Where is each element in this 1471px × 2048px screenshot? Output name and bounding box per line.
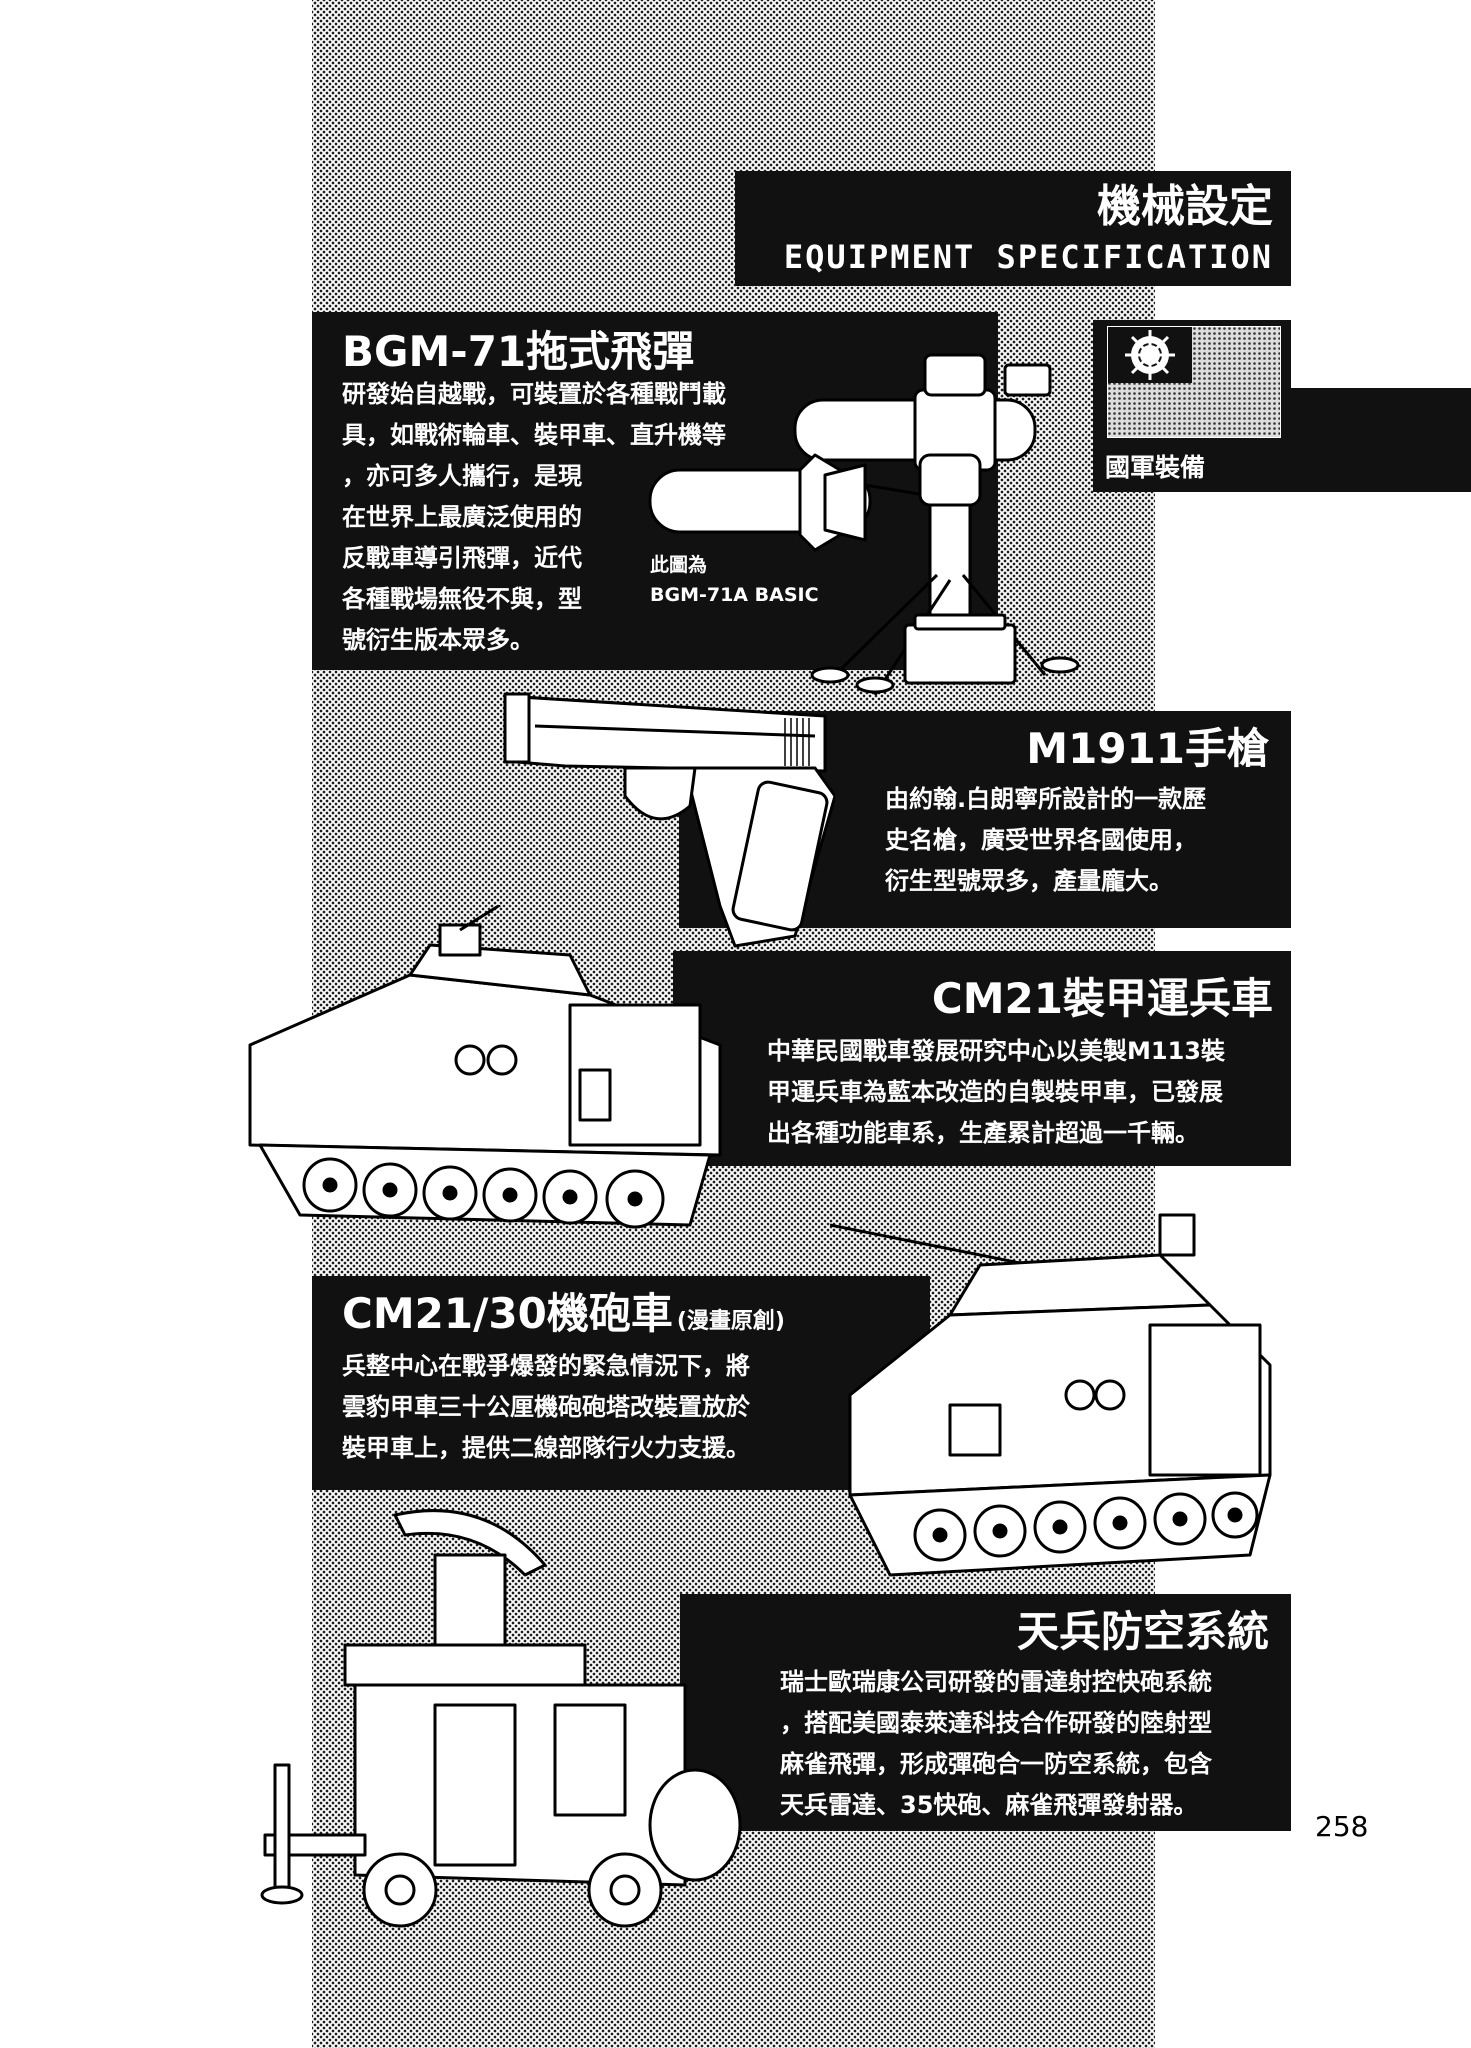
item-title: CM21/30機砲車(漫畫原創) <box>342 1289 785 1338</box>
cm21-30-gun-carrier-illustration <box>830 1195 1290 1585</box>
flag-badge: 國軍裝備 <box>1093 320 1291 492</box>
item-panel-bgm71: BGM-71拖式飛彈 研發始自越戰，可裝置於各種戰鬥載 具，如戰術輪車、裝甲車、… <box>312 312 998 670</box>
header-title-en: EQUIPMENT SPECIFICATION <box>783 238 1273 276</box>
badge-tab <box>1291 388 1471 492</box>
item-description: 由約翰.白朗寧所設計的一款歷 史名槍，廣受世界各國使用， 衍生型號眾多，產量龐大… <box>885 785 1207 895</box>
illustration-caption: 此圖為 BGM-71A BASIC <box>650 554 819 606</box>
item-description: 兵整中心在戰爭爆發的緊急情況下，將 雲豹甲車三十公厘機砲砲塔改裝置放於 裝甲車上… <box>342 1352 750 1462</box>
item-panel-cm21-30: CM21/30機砲車(漫畫原創) 兵整中心在戰爭爆發的緊急情況下，將 雲豹甲車三… <box>312 1276 930 1490</box>
badge-label: 國軍裝備 <box>1105 453 1206 482</box>
header-panel: 機械設定 EQUIPMENT SPECIFICATION <box>735 171 1291 286</box>
item-description: 研發始自越戰，可裝置於各種戰鬥載 具，如戰術輪車、裝甲車、直升機等 ，亦可多人攜… <box>342 380 726 654</box>
cm21-apc-illustration <box>240 905 740 1245</box>
item-panel-skyguard: 天兵防空系統 瑞士歐瑞康公司研發的雷達射控快砲系統 ，搭配美國泰萊達科技合作研發… <box>680 1594 1291 1831</box>
header-title-zh: 機械設定 <box>1097 181 1273 232</box>
page-number: 258 <box>1315 1810 1369 1843</box>
tow-missile-illustration <box>625 345 1145 695</box>
m1911-pistol-illustration <box>495 676 835 956</box>
item-description: 瑞士歐瑞康公司研發的雷達射控快砲系統 ，搭配美國泰萊達科技合作研發的陸射型 麻雀… <box>780 1668 1212 1819</box>
item-title: BGM-71拖式飛彈 <box>342 327 695 376</box>
item-description: 中華民國戰車發展研究中心以美製M113裝 甲運兵車為藍本改造的自製裝甲車，已發展… <box>767 1037 1225 1147</box>
item-title: M1911手槍 <box>1026 724 1269 773</box>
item-title: 天兵防空系統 <box>1016 1607 1269 1656</box>
skyguard-radar-illustration <box>255 1495 775 1935</box>
item-title: CM21裝甲運兵車 <box>931 974 1273 1023</box>
item-title-note: (漫畫原創) <box>676 1309 785 1334</box>
item-panel-cm21: CM21裝甲運兵車 中華民國戰車發展研究中心以美製M113裝 甲運兵車為藍本改造… <box>673 951 1291 1166</box>
